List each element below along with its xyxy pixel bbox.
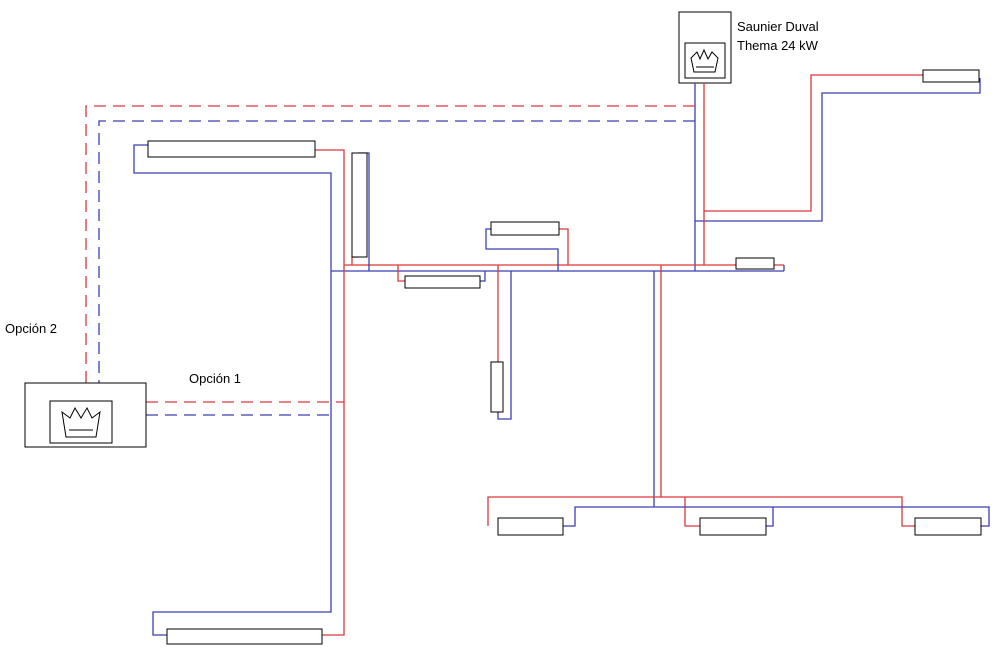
radiator-mid-upper xyxy=(490,221,560,236)
option2-label: Opción 2 xyxy=(5,321,57,336)
radiator-upper-right xyxy=(922,69,980,83)
boiler-branch-pipes xyxy=(694,74,981,271)
option1-dashed-pipes xyxy=(146,401,344,416)
boiler-label-line2: Thema 24 kW xyxy=(737,38,819,53)
radiator-vertical-mid xyxy=(490,361,504,413)
mid-low-radiator-pipes xyxy=(397,265,486,282)
radiator-manifold-right xyxy=(735,257,775,270)
option1-label: Opción 1 xyxy=(189,371,241,386)
mid-upper-radiator-pipes xyxy=(485,228,569,271)
radiator-top-left xyxy=(147,140,316,158)
flame-icon xyxy=(690,48,719,73)
lower-branch-pipes xyxy=(487,265,990,527)
fireplace-unit xyxy=(24,382,147,448)
vertical-branch-pipes xyxy=(497,265,512,420)
boiler-label-line1: Saunier Duval xyxy=(737,19,819,34)
radiator-bottom-2 xyxy=(699,517,767,536)
radiator-bottom-3 xyxy=(914,517,982,536)
radiator-bottom-left xyxy=(166,628,323,645)
radiator-vertical-left xyxy=(351,152,368,258)
option2-dashed-pipes xyxy=(85,105,695,383)
radiator-mid-low xyxy=(404,275,481,289)
radiator-bottom-1 xyxy=(497,517,564,536)
left-riser xyxy=(133,144,345,636)
boiler xyxy=(678,11,732,84)
